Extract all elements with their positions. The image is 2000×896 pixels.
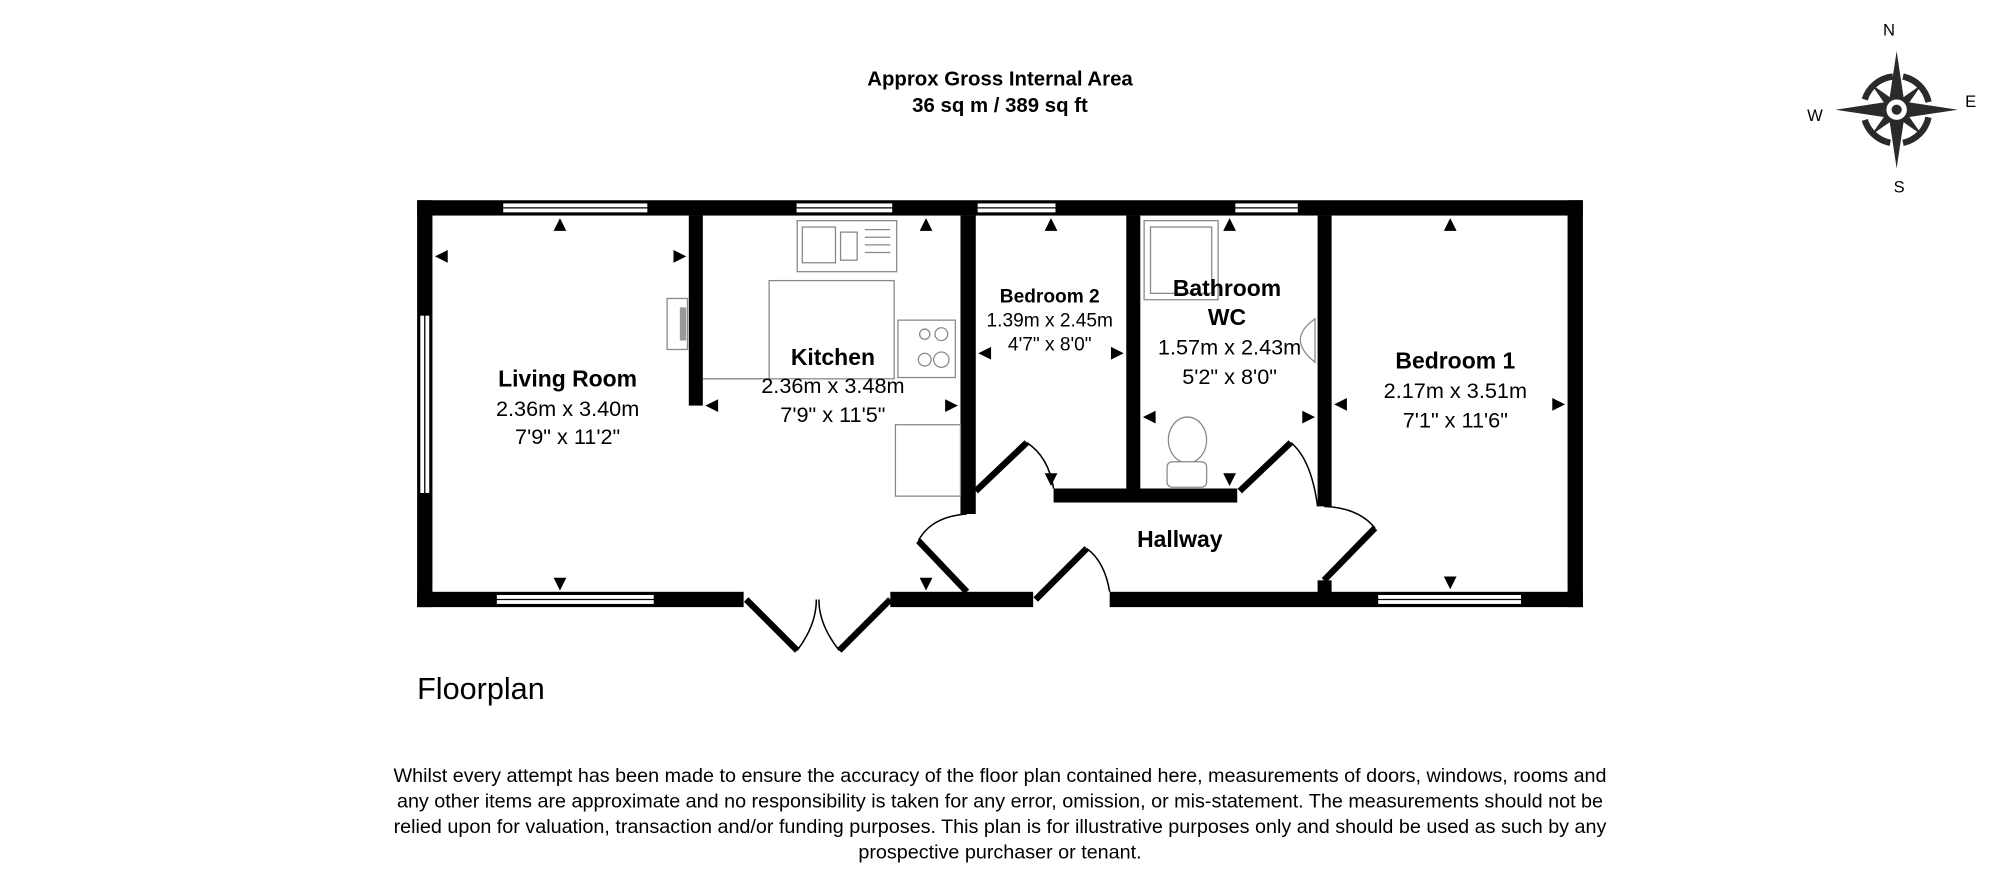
basin-icon: [1299, 317, 1316, 364]
living-room-name: Living Room: [498, 365, 637, 391]
living-room-imperial: 7'9" x 11'2": [515, 424, 620, 449]
windows: [419, 202, 1523, 606]
area-title: Approx Gross Internal Area: [867, 68, 1133, 90]
kitchen-metric: 2.36m x 3.48m: [761, 373, 904, 398]
disclaimer-line-1: Whilst every attempt has been made to en…: [393, 765, 1606, 787]
toilet-icon: [1166, 416, 1208, 488]
disclaimer-line-4: prospective purchaser or tenant.: [858, 841, 1141, 863]
kitchen-name: Kitchen: [791, 344, 875, 370]
floor-label: Floorplan: [417, 672, 545, 706]
bathroom-name: Bathroom: [1173, 275, 1281, 301]
kitchen-imperial: 7'9" x 11'5": [780, 402, 885, 427]
compass-icon: [1835, 51, 1958, 169]
hallway-name: Hallway: [1137, 526, 1223, 552]
bathroom-metric: 1.57m x 2.43m: [1158, 335, 1301, 360]
bedroom1-metric: 2.17m x 3.51m: [1384, 378, 1527, 403]
compass-east: E: [1965, 92, 1976, 111]
compass-south: S: [1894, 178, 1905, 197]
kitchen-counter: [768, 279, 895, 380]
living-room-metric: 2.36m x 3.40m: [496, 396, 639, 421]
fireplace-inner: [679, 307, 687, 341]
bedroom1-imperial: 7'1" x 11'6": [1403, 407, 1508, 432]
disclaimer-line-3: relied upon for valuation, transaction a…: [394, 816, 1607, 838]
doors: [743, 440, 1378, 653]
kitchen-unit: [894, 424, 962, 497]
dimension-arrows: [434, 218, 1566, 591]
kitchen-sink-icon: [796, 220, 898, 273]
bedroom2-name: Bedroom 2: [1000, 286, 1100, 307]
bathroom-imperial: 5'2" x 8'0": [1182, 364, 1277, 389]
compass-north: N: [1883, 21, 1895, 40]
area-value: 36 sq m / 389 sq ft: [912, 95, 1088, 117]
hob-icon: [897, 319, 956, 379]
bedroom2-metric: 1.39m x 2.45m: [986, 311, 1113, 332]
bathroom-name-wc: WC: [1208, 304, 1246, 330]
disclaimer-line-2: any other items are approximate and no r…: [397, 790, 1603, 812]
bedroom1-name: Bedroom 1: [1395, 348, 1515, 374]
bedroom2-imperial: 4'7" x 8'0": [1008, 335, 1092, 356]
shower-tray-icon: [1143, 220, 1219, 301]
compass-west: W: [1807, 106, 1823, 125]
